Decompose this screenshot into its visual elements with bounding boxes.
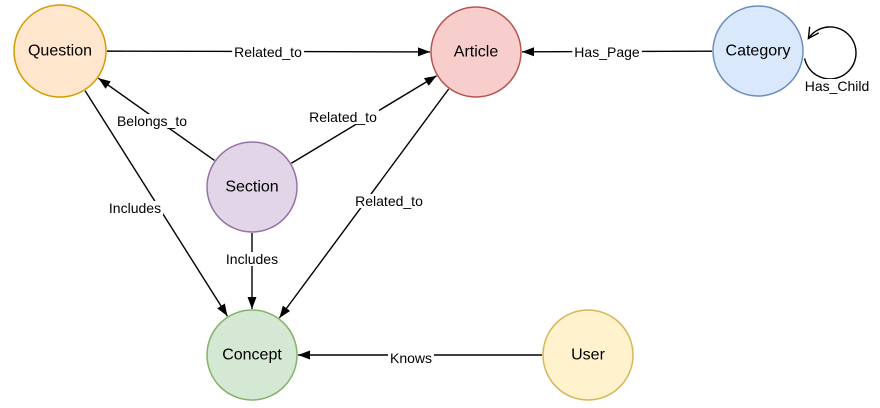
edge-label-bg [223, 252, 281, 266]
node-circle-article[interactable] [430, 6, 522, 98]
node-label-question: Question [28, 43, 92, 60]
node-circle-section[interactable] [206, 141, 298, 233]
node-category[interactable]: Category [712, 5, 804, 97]
node-label-article: Article [454, 44, 499, 61]
edge-label-bg [232, 45, 305, 59]
edge-label-text: Related_to [309, 109, 377, 125]
node-label-category: Category [726, 43, 791, 60]
node-concept[interactable]: Concept [206, 309, 298, 401]
edge-label-question-concept: Includes [106, 200, 164, 216]
node-article[interactable]: Article [430, 6, 522, 98]
node-circle-user[interactable] [542, 309, 634, 401]
edge-label-text: Includes [109, 200, 161, 216]
node-label-section: Section [225, 179, 278, 196]
edge-label-text: Related_to [355, 193, 423, 209]
edge-label-text: Related_to [234, 44, 302, 60]
edge-label-section-concept: Includes [223, 251, 281, 267]
node-circle-category[interactable] [712, 5, 804, 97]
node-section[interactable]: Section [206, 141, 298, 233]
self-loop-category-self[interactable] [803, 26, 857, 80]
edge-label-text: Belongs_to [117, 113, 187, 129]
edge-label-bg [353, 194, 426, 208]
edge-label-bg [387, 351, 435, 365]
edge-label-section-question: Belongs_to [114, 113, 190, 129]
node-user[interactable]: User [542, 309, 634, 401]
edge-label-category-article: Has_Page [572, 44, 642, 60]
node-label-user: User [571, 347, 605, 364]
edge-label-bg [307, 110, 380, 124]
edge-label-text: Has_Child [805, 78, 870, 94]
edge-label-user-concept: Knows [387, 350, 435, 366]
edge-label-bg [572, 45, 642, 59]
edge-label-bg [114, 114, 190, 128]
edge-label-text: Knows [390, 350, 432, 366]
node-question[interactable]: Question [13, 4, 107, 98]
edge-label-article-concept: Related_to [353, 193, 426, 209]
node-circle-question[interactable] [13, 4, 107, 98]
edge-label-category-self: Has_Child [802, 78, 872, 94]
node-circle-concept[interactable] [206, 309, 298, 401]
edge-label-question-article: Related_to [232, 44, 305, 60]
node-label-concept: Concept [222, 347, 282, 364]
edge-label-section-article: Related_to [307, 109, 380, 125]
edge-label-text: Has_Page [574, 44, 640, 60]
edge-label-bg [106, 201, 164, 215]
edge-label-bg [802, 79, 872, 93]
edge-label-text: Includes [226, 251, 278, 267]
